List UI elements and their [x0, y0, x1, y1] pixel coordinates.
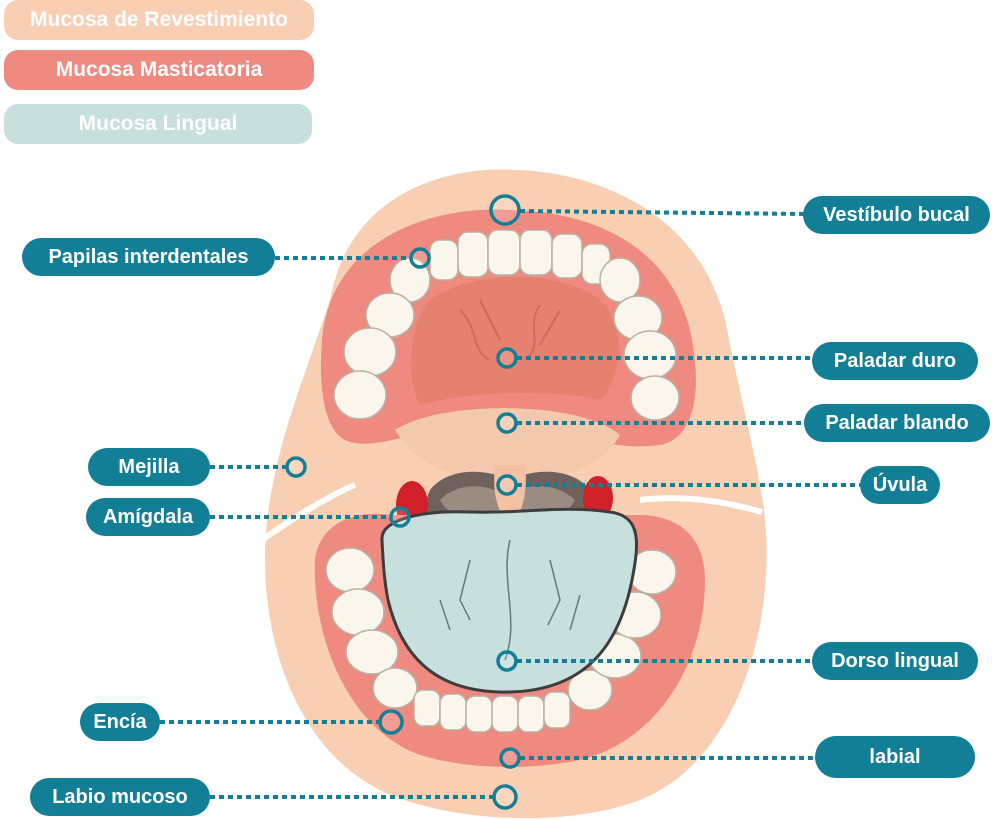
label-vestibulo-bucal: Vestíbulo bucal [803, 196, 990, 234]
marker-encia [378, 709, 404, 735]
label-papilas-interdentales: Papilas interdentales [22, 238, 275, 276]
label-mejilla: Mejilla [88, 448, 210, 486]
marker-papilas [409, 247, 431, 269]
marker-dorso [496, 650, 518, 672]
label-labio-mucoso: Labio mucoso [30, 778, 210, 816]
hard-palate [411, 276, 619, 405]
marker-paladar-duro [496, 347, 518, 369]
label-uvula: Úvula [860, 466, 940, 504]
marker-labio [492, 784, 518, 810]
marker-amigdala [389, 506, 411, 528]
label-amigdala: Amígdala [86, 498, 210, 536]
marker-mejilla [285, 456, 307, 478]
label-labial: labial [815, 736, 975, 778]
marker-labial [499, 747, 521, 769]
marker-paladar-blando [496, 412, 518, 434]
label-paladar-duro: Paladar duro [812, 342, 978, 380]
label-paladar-blando: Paladar blando [804, 404, 990, 442]
label-encia: Encía [80, 703, 160, 741]
marker-uvula [496, 474, 518, 496]
marker-vestibulo [489, 194, 521, 226]
legend-lingual: Mucosa Lingual [4, 104, 312, 144]
legend-revestimiento: Mucosa de Revestimiento [4, 0, 314, 40]
label-dorso-lingual: Dorso lingual [812, 642, 978, 680]
legend-masticatoria: Mucosa Masticatoria [4, 50, 314, 90]
soft-palate [395, 408, 620, 480]
